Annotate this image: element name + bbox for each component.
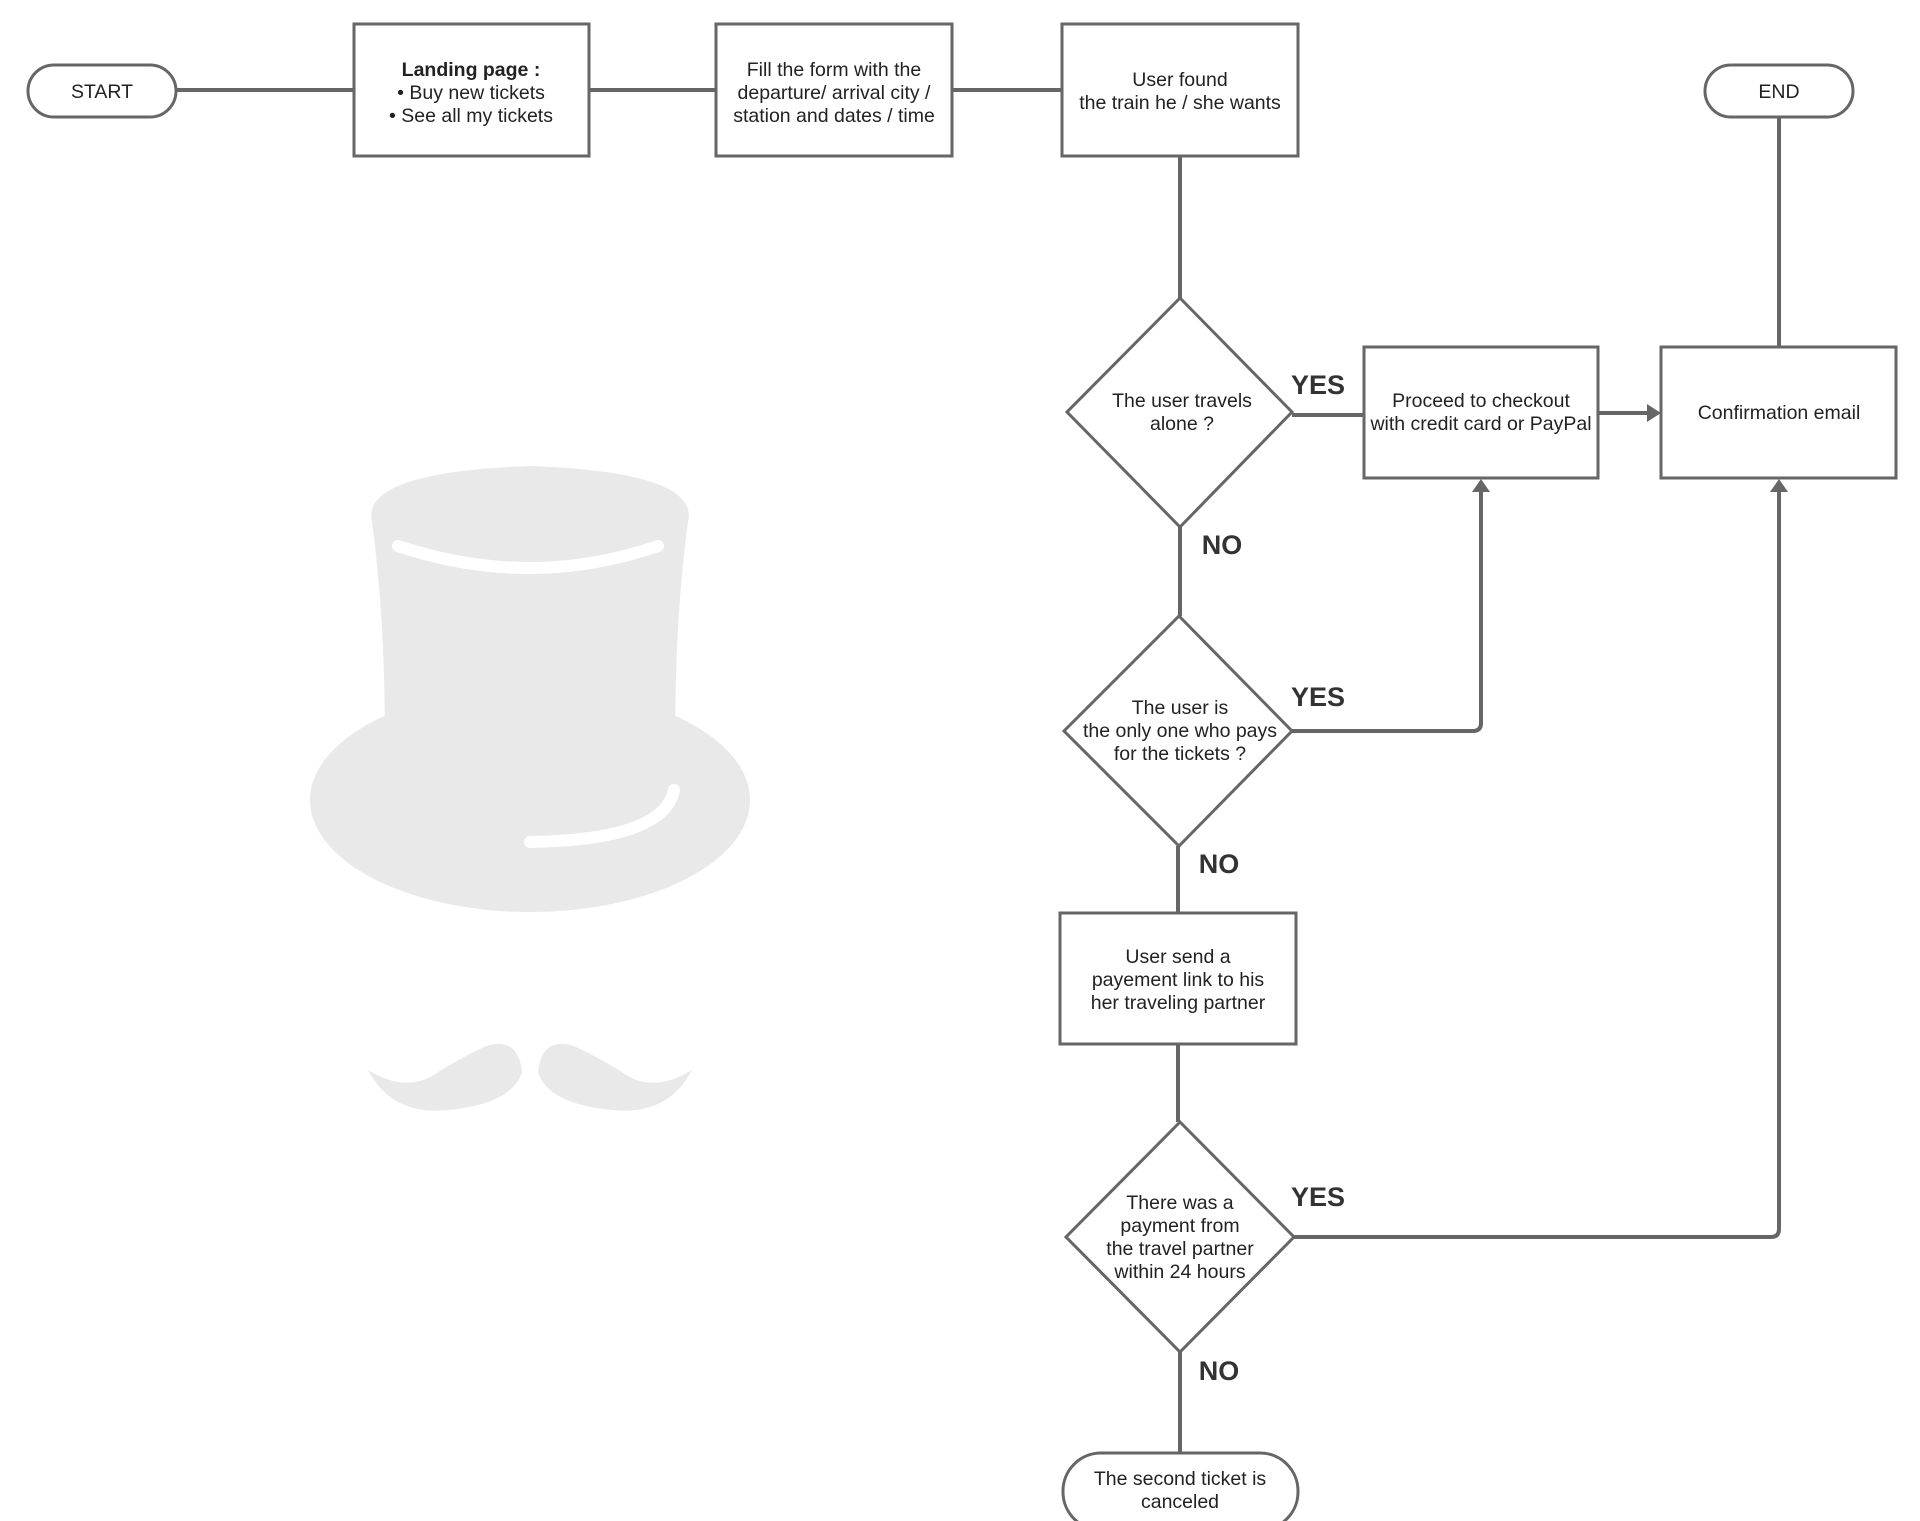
landing-item: • See all my tickets <box>389 105 553 127</box>
connector-payment-confirmation <box>1294 490 1781 1239</box>
edge-label-alone-yes: YES <box>1291 370 1345 400</box>
node-user-found-line: User found <box>1132 69 1227 91</box>
edge-label-alone-no: NO <box>1202 530 1243 560</box>
decision-only-payer-line: the only one who pays <box>1083 720 1277 742</box>
decision-travels-alone-line: The user travels <box>1112 390 1252 412</box>
node-confirmation-email: Confirmation email <box>1659 345 1898 480</box>
decision-payment-received: There was a payment from the travel part… <box>1063 1119 1297 1355</box>
node-ticket-canceled-line: canceled <box>1141 1491 1219 1513</box>
decision-payment-received-line: payment from <box>1120 1215 1239 1237</box>
edge-label-payment-yes: YES <box>1291 1182 1345 1212</box>
node-send-link: User send a payement link to his her tra… <box>1058 911 1298 1046</box>
node-ticket-canceled: The second ticket is canceled <box>1061 1451 1300 1521</box>
node-send-link-line: payement link to his <box>1092 969 1265 991</box>
connector-payer-checkout <box>1292 490 1483 733</box>
edge-label-payer-yes: YES <box>1291 682 1345 712</box>
connectors <box>176 88 1788 1453</box>
arrowhead-confirmation <box>1647 404 1661 422</box>
decision-only-payer: The user is the only one who pays for th… <box>1061 613 1295 849</box>
node-send-link-line: her traveling partner <box>1091 992 1266 1014</box>
node-fill-form: Fill the form with the departure/ arriva… <box>714 22 954 158</box>
edge-label-payer-no: NO <box>1199 849 1240 879</box>
node-end-label: END <box>1758 81 1799 103</box>
node-checkout-line: with credit card or PayPal <box>1369 413 1591 435</box>
decision-payment-received-line: the travel partner <box>1106 1238 1254 1260</box>
edge-label-payment-no: NO <box>1199 1356 1240 1386</box>
decision-payment-received-line: within 24 hours <box>1113 1261 1245 1283</box>
decision-only-payer-line: for the tickets ? <box>1114 743 1246 765</box>
node-end: END <box>1703 63 1855 119</box>
decision-only-payer-line: The user is <box>1132 697 1229 719</box>
top-hat-icon <box>310 466 750 912</box>
node-fill-form-line: station and dates / time <box>733 105 935 127</box>
node-fill-form-line: Fill the form with the <box>747 59 921 81</box>
node-checkout-line: Proceed to checkout <box>1392 390 1570 412</box>
landing-title: Landing page : <box>402 59 541 81</box>
node-landing-page: Landing page : • Buy new tickets • See a… <box>352 22 591 158</box>
node-confirmation-email-label: Confirmation email <box>1698 402 1861 424</box>
node-ticket-canceled-line: The second ticket is <box>1094 1468 1267 1490</box>
node-user-found-line: the train he / she wants <box>1079 92 1281 114</box>
mustache-icon <box>368 1043 692 1111</box>
node-checkout: Proceed to checkout with credit card or … <box>1362 345 1600 480</box>
node-user-found: User found the train he / she wants <box>1060 22 1300 158</box>
decision-travels-alone-line: alone ? <box>1150 413 1214 435</box>
landing-item: • Buy new tickets <box>397 82 545 104</box>
decision-payment-received-line: There was a <box>1126 1192 1233 1214</box>
arrowhead-checkout <box>1472 479 1490 492</box>
node-start-label: START <box>71 81 133 103</box>
decision-travels-alone: The user travels alone ? <box>1064 295 1295 530</box>
node-start: START <box>26 63 178 119</box>
node-send-link-line: User send a <box>1125 946 1230 968</box>
node-fill-form-line: departure/ arrival city / <box>738 82 931 104</box>
arrowhead-confirmation-bottom <box>1770 479 1788 492</box>
